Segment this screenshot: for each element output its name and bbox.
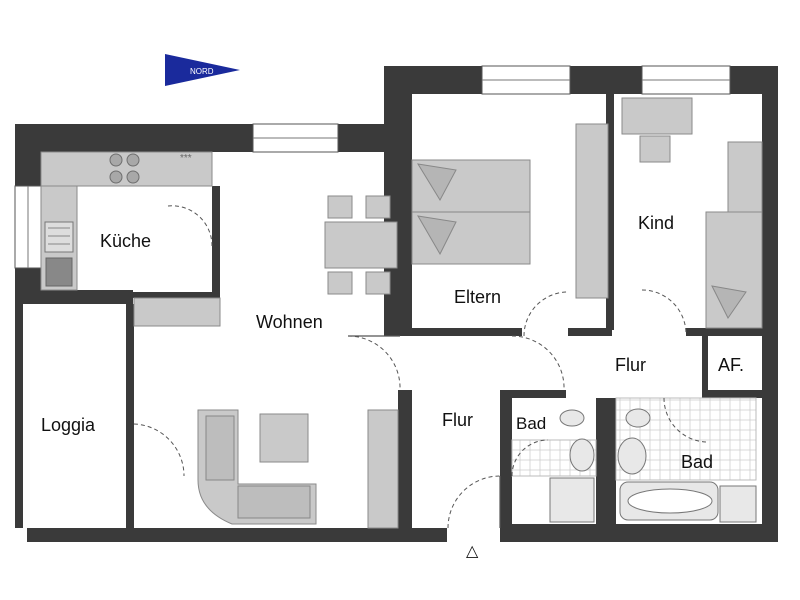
svg-text:***: *** [180, 153, 192, 164]
fridge-icon [45, 257, 73, 287]
walls [15, 66, 778, 542]
desk [621, 97, 693, 135]
room-label-af: AF. [718, 355, 744, 375]
kid-wardrobe [727, 141, 763, 213]
room-label-bad-large: Bad [681, 452, 713, 472]
kitchen-fixtures: *** [40, 151, 213, 291]
north-flag-icon: NORD [165, 54, 240, 86]
north-flag-label: NORD [190, 67, 214, 76]
coffee-table [259, 413, 309, 463]
room-label-bad-small: Bad [516, 414, 546, 433]
room-label-wohnen: Wohnen [256, 312, 323, 332]
sideboard [133, 297, 221, 327]
sink-icon [44, 221, 74, 253]
doors [133, 205, 707, 529]
entrance-marker-icon: △ [466, 541, 479, 560]
cabinet [367, 409, 399, 529]
double-bed [411, 159, 531, 265]
room-label-eltern: Eltern [454, 287, 501, 307]
room-label-kueche: Küche [100, 231, 151, 251]
bath-small [511, 409, 597, 523]
wardrobe [575, 123, 609, 299]
room-label-loggia: Loggia [41, 415, 96, 435]
dining-set [324, 195, 398, 295]
room-label-flur-top: Flur [615, 355, 646, 375]
stove-icon [109, 153, 140, 184]
single-bed [705, 211, 763, 329]
windows [14, 65, 731, 269]
room-label-kind: Kind [638, 213, 674, 233]
bath-large [615, 397, 757, 523]
desk-chair [639, 135, 671, 163]
sofa [197, 409, 317, 525]
room-label-flur-main: Flur [442, 410, 473, 430]
